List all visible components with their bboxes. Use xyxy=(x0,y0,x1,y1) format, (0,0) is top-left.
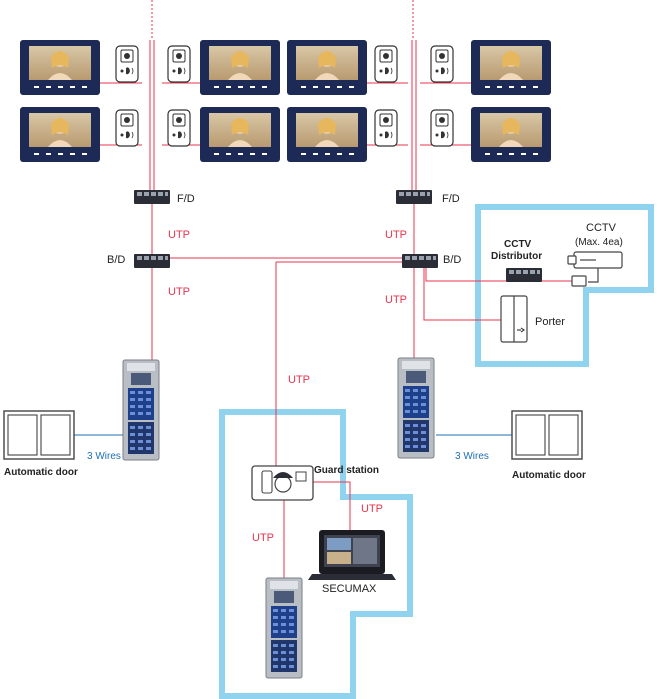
fd-label-right: F/D xyxy=(442,193,460,205)
bd-label-left: B/D xyxy=(107,254,125,266)
bd-label-right: B/D xyxy=(443,254,461,266)
floor-distributor-right xyxy=(396,190,432,204)
utp-cables xyxy=(100,40,575,578)
utp-label-left-lower: UTP xyxy=(168,286,190,298)
three-wires-label-left: 3 Wires xyxy=(87,451,121,462)
lobby-panel-guard xyxy=(265,577,303,679)
utp-label-guard-feed: UTP xyxy=(288,374,310,386)
cctv-zone-outline xyxy=(475,204,654,367)
building-distributor-left xyxy=(134,254,170,268)
cctv-camera-icon xyxy=(567,251,623,287)
guard-station-label: Guard station xyxy=(314,465,379,476)
fd-label-left: F/D xyxy=(177,193,195,205)
cctv-distributor-label-line2: Distributor xyxy=(491,251,542,262)
utp-label-secumax: UTP xyxy=(361,503,383,515)
guard-zone-outline xyxy=(219,409,413,699)
three-wires-label-right: 3 Wires xyxy=(455,451,489,462)
automatic-door-label-right: Automatic door xyxy=(512,470,586,481)
video-monitors xyxy=(20,40,551,162)
floor-distributor-left xyxy=(134,190,170,204)
cctv-distributor-label-line1: CCTV xyxy=(504,239,532,250)
secumax-label: SECUMAX xyxy=(322,583,377,595)
utp-label-right-lower: UTP xyxy=(385,294,407,306)
automatic-door-left xyxy=(3,410,75,460)
lobby-panel-right xyxy=(397,357,435,459)
automatic-door-right xyxy=(511,410,583,460)
building-distributor-right xyxy=(402,254,438,268)
secumax-laptop-icon xyxy=(308,530,396,580)
guard-station-icon xyxy=(251,465,314,501)
automatic-door-label-left: Automatic door xyxy=(4,467,78,478)
cctv-label: CCTV xyxy=(586,222,617,234)
utp-label-right-upper: UTP xyxy=(385,229,407,241)
cctv-distributor-device xyxy=(506,268,542,282)
lobby-panel-left xyxy=(122,359,160,461)
door-cameras xyxy=(115,45,454,147)
cctv-max-label: (Max. 4ea) xyxy=(575,237,623,248)
porter-icon xyxy=(500,295,528,343)
utp-label-guard-panel: UTP xyxy=(252,532,274,544)
porter-label: Porter xyxy=(535,316,565,328)
utp-label-left-upper: UTP xyxy=(168,229,190,241)
